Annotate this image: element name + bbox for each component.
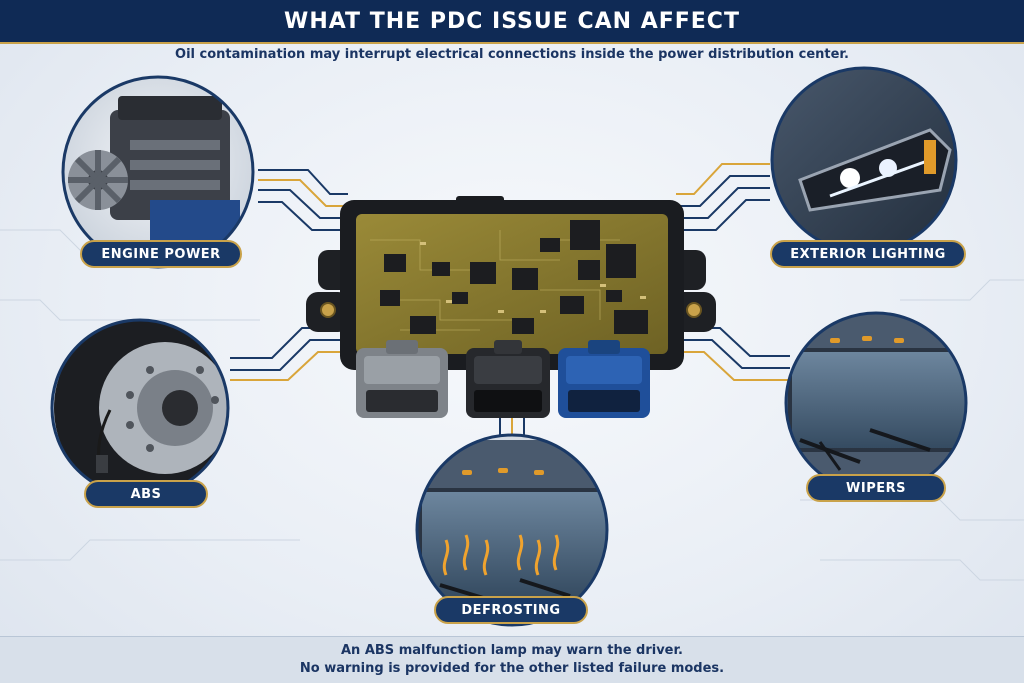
connector-black — [466, 340, 550, 418]
footer-line-2: No warning is provided for the other lis… — [299, 661, 725, 676]
headlight-illustration — [770, 66, 958, 254]
abs-wheel-illustration — [50, 318, 230, 498]
footer-line-1: An ABS malfunction lamp may warn the dri… — [341, 643, 683, 658]
connector-blue — [558, 340, 650, 418]
label-abs: ABS — [84, 480, 208, 508]
wipers-illustration — [784, 311, 968, 495]
relay-3 — [614, 310, 648, 334]
engine-illustration — [61, 75, 255, 269]
heat-waves — [442, 534, 560, 576]
page-subtitle: Oil contamination may interrupt electric… — [175, 47, 849, 62]
title-banner: WHAT THE PDC ISSUE CAN AFFECT — [0, 0, 1024, 44]
relay-1 — [570, 220, 600, 250]
wire-traces — [230, 163, 790, 440]
page-title: WHAT THE PDC ISSUE CAN AFFECT — [284, 8, 740, 34]
relay-2 — [606, 244, 636, 278]
connector-grey — [356, 340, 448, 418]
pdc-module — [306, 196, 716, 418]
label-wipers: WIPERS — [806, 474, 946, 502]
defrost-illustration — [415, 433, 609, 627]
label-defrosting: DEFROSTING — [434, 596, 588, 624]
footer-note: An ABS malfunction lamp may warn the dri… — [0, 636, 1024, 683]
label-exterior-lighting: EXTERIOR LIGHTING — [770, 240, 966, 268]
label-engine-power: ENGINE POWER — [80, 240, 242, 268]
background-circuit-lines — [0, 229, 1024, 581]
